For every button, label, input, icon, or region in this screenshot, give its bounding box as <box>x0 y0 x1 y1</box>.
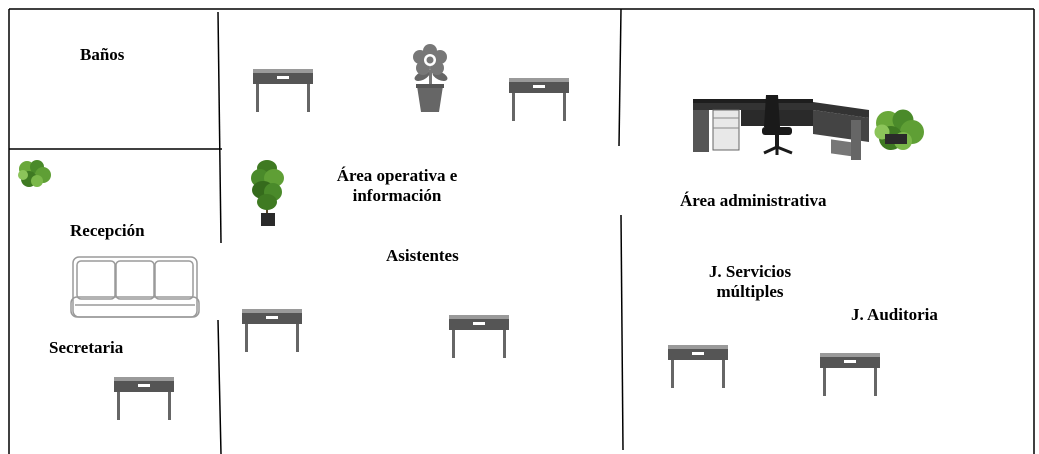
desk-icon <box>114 377 174 420</box>
desk-icon <box>449 315 509 358</box>
room-label-asistentes: Asistentes <box>386 246 459 265</box>
wall-secretaria-right <box>217 319 222 454</box>
j-servicios-line-1: J. Servicios <box>708 262 792 281</box>
plant-icon <box>874 109 924 150</box>
j-servicios-line-2: múltiples <box>716 282 784 301</box>
area-operativa-line-1: Área operativa e <box>336 166 458 185</box>
wall-admin-upper <box>618 8 622 147</box>
sofa-icon <box>70 256 200 318</box>
tall-plant-icon <box>251 160 284 226</box>
room-label-secretaria: Secretaria <box>49 338 124 357</box>
wall-admin-lower <box>620 214 624 451</box>
room-label-banos: Baños <box>80 45 125 64</box>
desk-icon <box>242 309 302 352</box>
desk-icon <box>509 78 569 121</box>
room-label-j-servicios: J. Servicios múltiples <box>690 262 810 302</box>
room-label-area-operativa: Área operativa e información <box>318 166 476 206</box>
wall-banos-right <box>217 11 222 244</box>
desk-icon <box>820 353 880 396</box>
desk-icon <box>668 345 728 388</box>
executive-desk-icon <box>693 99 869 160</box>
desk-icon <box>253 69 313 112</box>
office-chair-icon <box>762 95 793 155</box>
room-label-recepcion: Recepción <box>70 221 145 240</box>
area-operativa-line-2: información <box>352 186 442 205</box>
flower-pot-icon <box>413 44 448 112</box>
walls <box>8 8 1035 454</box>
room-label-area-administrativa: Área administrativa <box>680 191 827 210</box>
room-label-j-auditoria: J. Auditoria <box>851 305 938 324</box>
plant-icon <box>18 160 51 187</box>
